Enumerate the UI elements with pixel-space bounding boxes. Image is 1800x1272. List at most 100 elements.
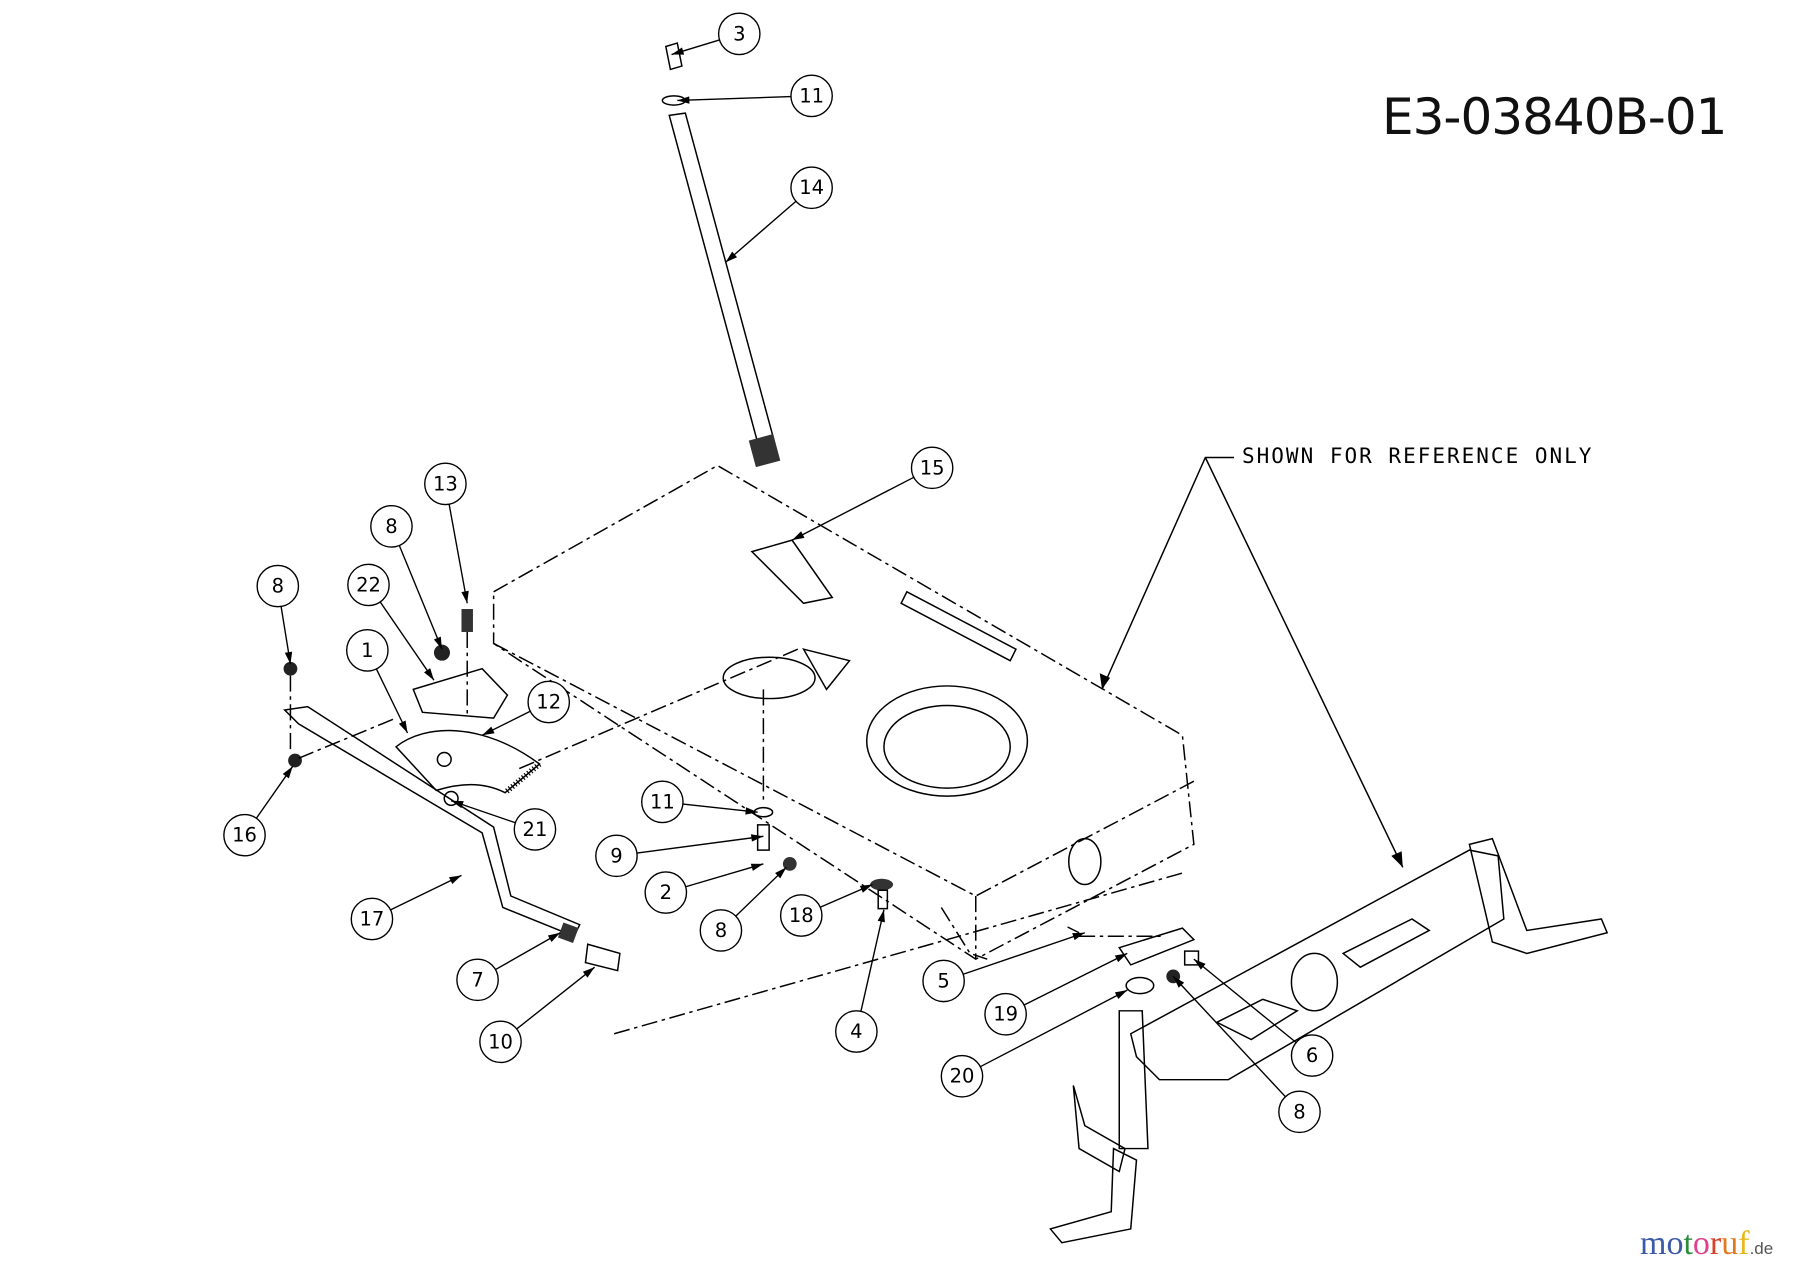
watermark-suffix: .de: [1749, 1239, 1774, 1258]
arrowhead-icon: [398, 720, 408, 734]
leader-line: [979, 989, 1128, 1068]
leader-line: [448, 504, 468, 604]
drag-link: [283, 705, 1183, 1035]
arrowhead-icon: [1193, 959, 1206, 970]
reference-leaders: [1099, 456, 1404, 868]
callout-9: 9: [595, 834, 764, 878]
reference-note: SHOWN FOR REFERENCE ONLY: [1242, 444, 1594, 468]
arrowhead-icon: [877, 909, 885, 923]
callout-label: 8: [272, 575, 284, 598]
callout-1: 1: [345, 628, 409, 734]
callout-11: 11: [677, 74, 833, 118]
callout-label: 9: [610, 844, 622, 867]
arrowhead-icon: [750, 834, 764, 842]
leader-line: [516, 966, 596, 1030]
callout-4: 4: [835, 909, 885, 1053]
callout-label: 6: [1306, 1044, 1318, 1067]
leader-line: [495, 932, 561, 971]
arrowhead-icon: [725, 251, 738, 263]
callout-circle: [370, 505, 413, 548]
callout-21: 21: [450, 800, 557, 851]
arrowhead-icon: [424, 668, 434, 681]
callout-label: 8: [715, 919, 727, 942]
callout-20: 20: [940, 989, 1128, 1098]
watermark-logo: motoruf.de: [1640, 1225, 1773, 1263]
callout-circle: [345, 628, 389, 672]
callout-circle: [347, 563, 390, 607]
callout-circle: [223, 813, 266, 857]
callout-circle: [717, 12, 761, 56]
callout-18: 18: [779, 883, 873, 937]
callout-16: 16: [223, 765, 294, 857]
callout-circle: [940, 1054, 984, 1098]
leader-line: [1023, 952, 1128, 1006]
callout-circle: [350, 897, 394, 941]
leader-line: [1193, 958, 1297, 1044]
arrowhead-icon: [775, 867, 787, 879]
arrowhead-icon: [745, 807, 758, 815]
arrowhead-icon: [449, 875, 462, 884]
callout-label: 19: [993, 1003, 1018, 1026]
callout-8: 8: [256, 564, 300, 665]
arrowhead-icon: [282, 766, 293, 779]
callout-circle: [922, 959, 965, 1003]
callout-label: 12: [536, 691, 561, 714]
arrowhead-icon: [482, 726, 495, 736]
arrowhead-icon: [792, 531, 805, 541]
callout-5: 5: [922, 932, 1086, 1003]
callout-10: 10: [479, 966, 596, 1064]
leader-line: [677, 95, 791, 102]
callout-label: 4: [850, 1020, 862, 1043]
callout-label: 1: [361, 639, 373, 662]
frame: [492, 464, 1195, 961]
hardware: [753, 806, 894, 910]
callout-circle: [790, 74, 833, 118]
callout-8: 8: [699, 866, 787, 952]
callout-label: 21: [523, 818, 548, 841]
callout-15: 15: [791, 446, 954, 541]
callout-label: 16: [232, 824, 257, 847]
callout-label: 11: [799, 84, 824, 107]
callout-label: 8: [1293, 1100, 1305, 1123]
callout-8: 8: [1172, 975, 1321, 1134]
callout-circle: [910, 446, 954, 490]
leader-line: [682, 803, 758, 813]
callout-label: 11: [650, 790, 675, 813]
arrowhead-icon: [451, 800, 464, 809]
callout-circle: [527, 680, 571, 724]
arrowhead-icon: [671, 47, 685, 55]
callout-8: 8: [370, 505, 443, 650]
callout-3: 3: [671, 12, 761, 56]
callout-circle: [513, 808, 557, 851]
callout-17: 17: [350, 874, 462, 941]
callout-circle: [424, 462, 467, 506]
callout-circle: [779, 894, 823, 937]
callout-circle: [835, 1010, 878, 1053]
callout-circle: [595, 834, 638, 878]
callout-label: 18: [789, 904, 814, 927]
callout-circle: [256, 564, 300, 608]
callout-2: 2: [644, 863, 764, 914]
callout-6: 6: [1193, 958, 1334, 1077]
callout-label: 3: [733, 22, 745, 45]
callout-circle: [644, 871, 688, 914]
callout-circle: [479, 1020, 522, 1064]
watermark-name: motoruf: [1640, 1225, 1750, 1262]
arrowhead-icon: [547, 932, 561, 942]
leader-line: [725, 200, 797, 263]
leader-line: [636, 835, 764, 854]
callout-label: 17: [360, 907, 385, 930]
callout-circle: [699, 909, 743, 952]
arrowhead-icon: [1114, 953, 1128, 963]
callout-circle: [790, 166, 833, 210]
callout-circle: [1290, 1034, 1334, 1077]
steering-gear: [283, 609, 542, 807]
arrowhead-icon: [677, 96, 690, 104]
callout-12: 12: [481, 680, 571, 736]
arrowhead-icon: [859, 884, 873, 893]
arrowhead-icon: [582, 967, 595, 978]
callout-label: 20: [950, 1065, 975, 1088]
leader-line: [379, 601, 435, 681]
callout-circle: [984, 992, 1027, 1036]
